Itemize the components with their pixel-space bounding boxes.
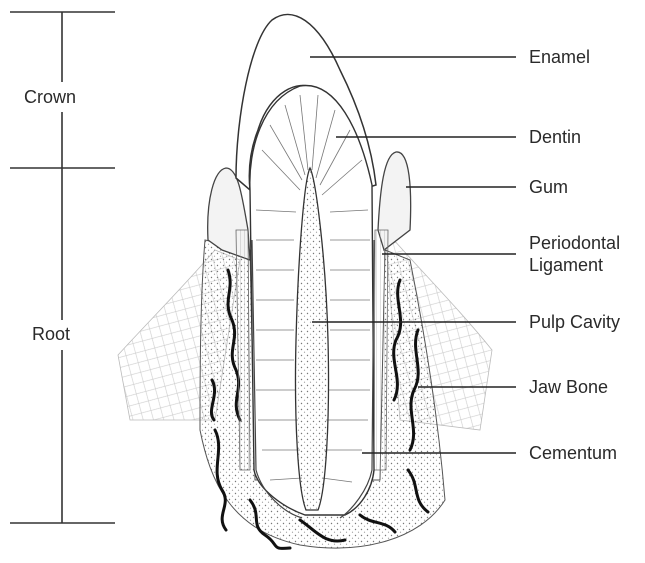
pulp-cavity-label: Pulp Cavity bbox=[529, 311, 620, 333]
periodontal-ligament-label: Periodontal Ligament bbox=[529, 232, 620, 276]
crown-label: Crown bbox=[24, 86, 76, 108]
cementum-label: Cementum bbox=[529, 442, 617, 464]
jaw-bone-label: Jaw Bone bbox=[529, 376, 608, 398]
periodontal-label-line1: Periodontal bbox=[529, 232, 620, 254]
periodontal-label-line2: Ligament bbox=[529, 254, 620, 276]
enamel-label: Enamel bbox=[529, 46, 590, 68]
gum-label: Gum bbox=[529, 176, 568, 198]
root-label: Root bbox=[32, 323, 70, 345]
dentin-label: Dentin bbox=[529, 126, 581, 148]
periodontal-ligament-right bbox=[374, 230, 388, 470]
